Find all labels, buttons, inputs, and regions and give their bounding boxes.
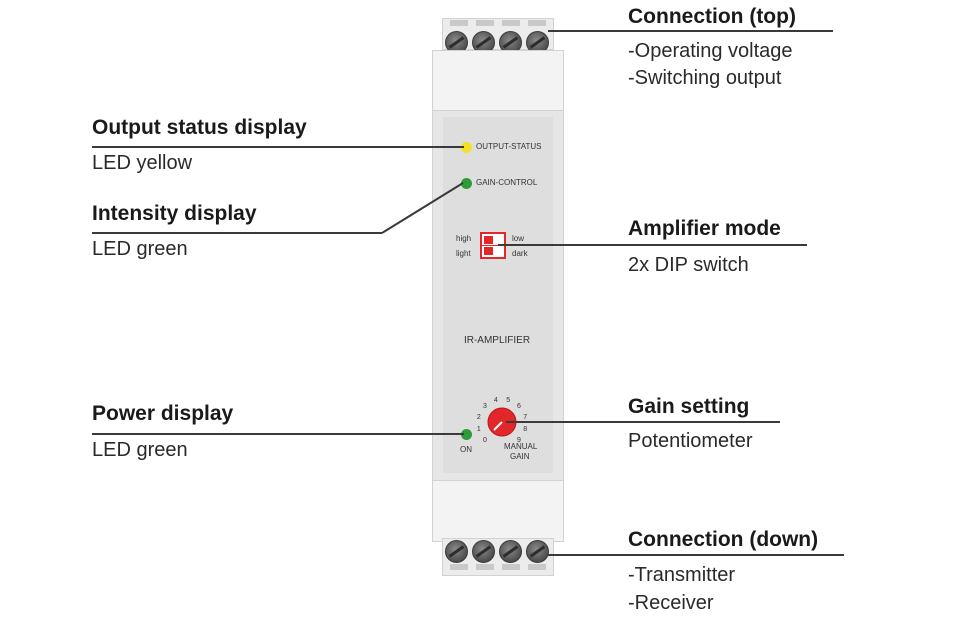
lower-housing xyxy=(432,480,564,542)
leader-output-status xyxy=(92,146,464,148)
terminal-tab xyxy=(476,564,494,570)
dip-label-high: high xyxy=(456,234,472,243)
gain-control-label: GAIN-CONTROL xyxy=(476,178,538,187)
dial-number-5: 5 xyxy=(506,397,510,404)
dip-switch-1[interactable] xyxy=(484,236,493,244)
dial-number-9: 9 xyxy=(517,437,521,444)
device-name: IR-AMPLIFIER xyxy=(463,335,531,346)
callout-intensity-detail: LED green xyxy=(92,238,188,260)
power-led xyxy=(461,429,472,440)
callout-connection-down-line-1: -Transmitter xyxy=(628,564,736,586)
dip-divider xyxy=(482,245,504,246)
dial-number-7: 7 xyxy=(523,414,527,421)
leader-intensity xyxy=(92,232,382,234)
ir-amplifier-device: OUTPUT-STATUS GAIN-CONTROL high light lo… xyxy=(432,18,564,576)
terminal-tab xyxy=(450,564,468,570)
terminal-tab xyxy=(502,20,520,26)
output-status-label: OUTPUT-STATUS xyxy=(476,142,542,151)
dial-number-8: 8 xyxy=(523,426,527,433)
callout-connection-down-line-2: -Receiver xyxy=(628,592,714,614)
leader-connection-top xyxy=(548,30,833,32)
leader-gain-setting xyxy=(506,421,780,423)
callout-gain-setting-detail: Potentiometer xyxy=(628,430,753,452)
callout-amplifier-mode-detail: 2x DIP switch xyxy=(628,254,749,276)
terminal-tab xyxy=(450,20,468,26)
dial-number-4: 4 xyxy=(494,397,498,404)
callout-connection-down-title: Connection (down) xyxy=(628,528,819,551)
on-label: ON xyxy=(460,445,472,454)
dial-number-0: 0 xyxy=(483,437,487,444)
bottom-terminal-screw-4 xyxy=(526,540,549,563)
upper-housing xyxy=(432,50,564,112)
dial-number-2: 2 xyxy=(477,414,481,421)
leader-amplifier-mode xyxy=(498,244,807,246)
callout-intensity-title: Intensity display xyxy=(92,202,257,225)
callout-connection-top-line-2: -Switching output xyxy=(628,67,782,89)
dial-number-6: 6 xyxy=(517,403,521,410)
callout-output-status-title: Output status display xyxy=(92,116,307,139)
bottom-terminal-screw-3 xyxy=(499,540,522,563)
callout-connection-top-line-1: -Operating voltage xyxy=(628,40,793,62)
dial-number-1: 1 xyxy=(477,426,481,433)
potentiometer-dial[interactable]: 01 234 567 89 xyxy=(464,386,554,466)
dial-number-3: 3 xyxy=(483,403,487,410)
terminal-tab xyxy=(528,564,546,570)
dip-label-dark: dark xyxy=(512,249,528,258)
terminal-tab xyxy=(476,20,494,26)
terminal-tab xyxy=(502,564,520,570)
leader-connection-down xyxy=(548,554,844,556)
dip-label-light: light xyxy=(456,249,471,258)
manual-label: MANUAL xyxy=(504,442,538,451)
callout-power-title: Power display xyxy=(92,402,234,425)
callout-amplifier-mode-title: Amplifier mode xyxy=(628,217,781,240)
dip-switch-2[interactable] xyxy=(484,247,493,255)
potentiometer-pointer xyxy=(493,421,503,431)
dip-label-low: low xyxy=(512,234,525,243)
terminal-tab xyxy=(528,20,546,26)
gain-label: GAIN xyxy=(510,452,530,461)
leader-power xyxy=(92,433,464,435)
output-status-led xyxy=(461,142,472,153)
callout-power-detail: LED green xyxy=(92,439,188,461)
leader-intensity-diagonal xyxy=(381,182,464,234)
bottom-terminal-screw-1 xyxy=(445,540,468,563)
callout-connection-top-title: Connection (top) xyxy=(628,5,796,28)
callout-gain-setting-title: Gain setting xyxy=(628,395,750,418)
bottom-terminal-screw-2 xyxy=(472,540,495,563)
gain-control-led xyxy=(461,178,472,189)
callout-output-status-detail: LED yellow xyxy=(92,152,193,174)
